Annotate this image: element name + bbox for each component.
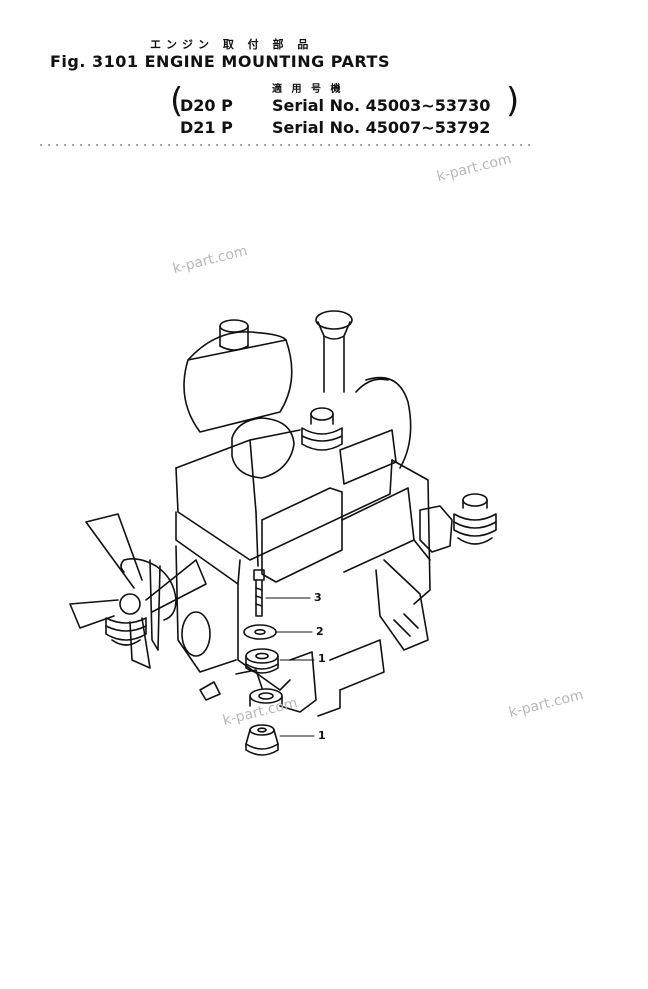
right-parenthesis: ) <box>506 81 520 121</box>
front-housing-drawing <box>176 546 262 700</box>
right-mount-drawing <box>420 494 496 552</box>
air-cleaner-drawing <box>184 320 292 432</box>
serial-row-d20p: D20 P Serial No. 45003~53730 <box>180 96 490 115</box>
serial-range: Serial No. 45003~53730 <box>272 96 491 115</box>
figure-title: Fig. 3101 ENGINE MOUNTING PARTS <box>50 52 390 71</box>
muffler-drawing <box>356 378 411 468</box>
mount-seat-drawing <box>250 689 282 706</box>
bolt-part-3 <box>254 570 264 616</box>
left-mount-drawing <box>106 618 146 645</box>
left-parenthesis: ( <box>170 81 184 121</box>
serial-row-d21p: D21 P Serial No. 45007~53792 <box>180 118 490 137</box>
exhaust-pipe-drawing <box>316 311 352 392</box>
washer-part-2 <box>244 625 276 639</box>
model-name: D20 P <box>180 96 233 115</box>
japanese-title: エンジン 取 付 部 品 <box>150 38 314 51</box>
serial-range: Serial No. 45007~53792 <box>272 118 491 137</box>
mount-rubber-lower-part-1 <box>246 725 278 755</box>
callout-3: 3 <box>314 591 322 604</box>
leader-lines <box>266 598 314 736</box>
model-name: D21 P <box>180 118 233 137</box>
mount-rubber-upper-part-1 <box>246 649 278 673</box>
callout-1-upper: 1 <box>318 652 326 665</box>
callout-2: 2 <box>316 625 324 638</box>
cooling-fan-drawing <box>70 514 206 668</box>
top-mount-drawing <box>302 408 342 450</box>
japanese-applicable-label: 適 用 号 機 <box>272 84 344 95</box>
callout-1-lower: 1 <box>318 729 326 742</box>
engine-block-drawing <box>176 418 430 716</box>
engine-assembly <box>70 311 496 755</box>
